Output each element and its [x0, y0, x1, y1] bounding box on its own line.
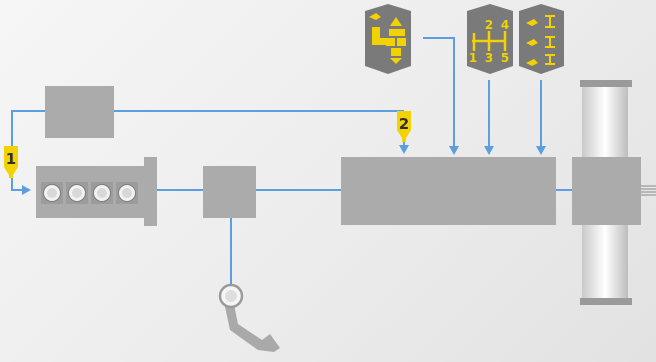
speed-control-icon [519, 4, 564, 74]
arrow-shield1 [449, 146, 459, 155]
marker-2-icon: 2 [397, 111, 411, 142]
gear-label-5: 5 [501, 51, 509, 65]
engine-cylinders-icon [41, 182, 138, 204]
marker-1-label: 1 [6, 150, 16, 168]
line-shield1-to-gearbox [423, 37, 455, 148]
shaft-end-icon [641, 185, 656, 196]
arrow-shield3 [536, 146, 546, 155]
gear-label-3: 3 [485, 51, 493, 65]
arrow-into-engine [22, 185, 31, 195]
marker-2-label: 2 [399, 115, 409, 133]
arrow-marker2 [399, 145, 409, 154]
marker-1-icon: 1 [4, 146, 18, 178]
signal-lines [11, 37, 572, 284]
gear-pattern-icon: 2 4 1 3 5 [467, 4, 513, 74]
terrain-mode-icon [365, 4, 411, 74]
control-unit-block [45, 86, 114, 138]
engine-block [36, 157, 157, 226]
gear-label-4: 4 [501, 18, 509, 32]
accelerator-pedal-icon [218, 283, 280, 352]
gearbox-block [341, 157, 556, 225]
wheel-assembly [572, 80, 656, 305]
wheel-hub-block [572, 157, 641, 225]
arrow-shield2 [484, 146, 494, 155]
arrowheads [22, 145, 546, 195]
gear-label-1: 1 [469, 51, 477, 65]
clutch-block [203, 166, 256, 218]
gear-label-2: 2 [485, 18, 493, 32]
